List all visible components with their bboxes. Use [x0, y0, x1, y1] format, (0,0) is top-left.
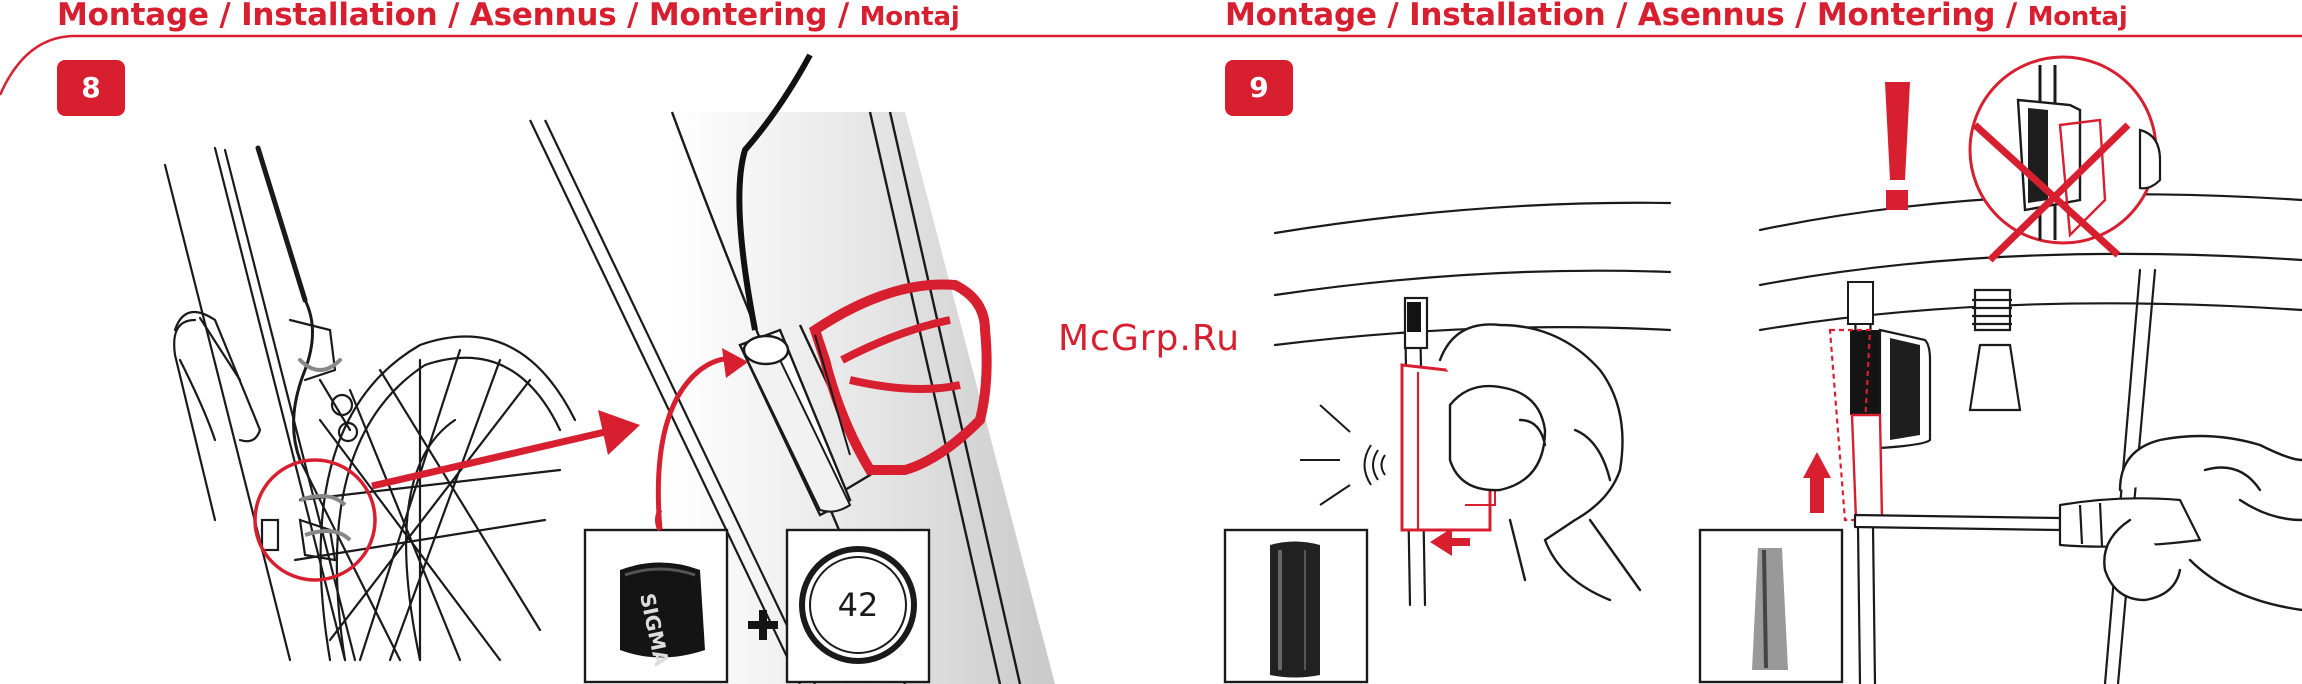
inset-ring-box: 42 — [787, 530, 929, 682]
inset-sensor-box: SIGMA — [585, 510, 727, 682]
valve-illustration — [1970, 290, 2020, 410]
inset-spoke-box — [1225, 530, 1367, 682]
arrow-icon — [1430, 528, 1470, 556]
exclamation-icon — [1885, 82, 1910, 210]
step-badge-9: 9 — [1225, 60, 1293, 116]
arrow-icon — [1803, 452, 1831, 513]
header-rule — [0, 36, 2302, 95]
inset-spoke-box-right — [1700, 530, 1842, 682]
step-badge-8: 8 — [57, 60, 125, 116]
sensor-icon: SIGMA — [620, 563, 705, 669]
watermark: McGrp.Ru — [1058, 318, 1240, 359]
warning-closeup — [1970, 57, 2160, 260]
spoke-magnet — [1405, 298, 1427, 348]
ring-size-label: 42 — [838, 586, 879, 624]
bike-front-overview — [165, 148, 575, 660]
signal-icon — [1300, 405, 1385, 505]
hand-illustration — [1440, 324, 1640, 600]
